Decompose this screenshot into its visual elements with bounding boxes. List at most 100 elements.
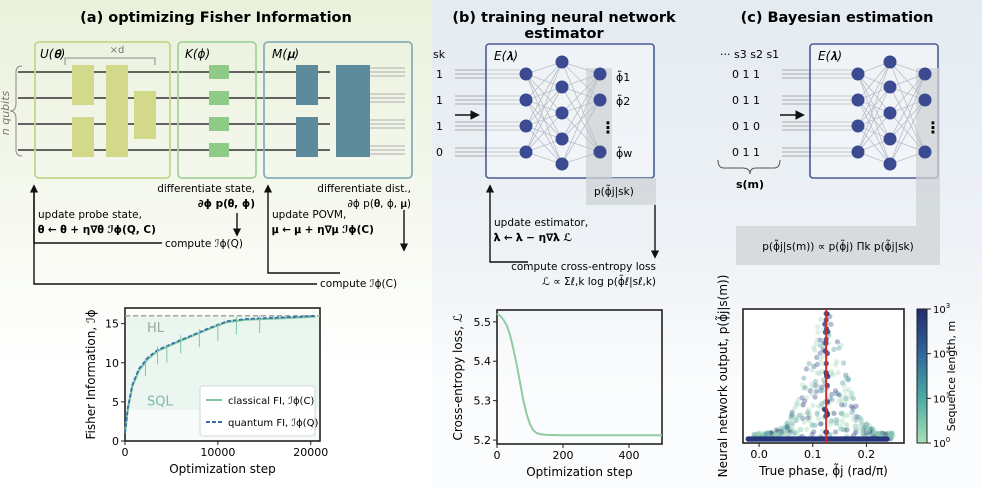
scatter-point (774, 431, 780, 437)
update-probe-label: update probe state, (38, 209, 142, 221)
scatter-point (841, 413, 848, 419)
network-connection (889, 61, 926, 101)
scatter-point (865, 426, 872, 432)
scatter-point (843, 395, 849, 402)
network-node (519, 119, 533, 133)
scatter-point (853, 429, 859, 436)
network-connection (525, 61, 563, 127)
scatter-point (880, 430, 886, 436)
scatter-point (883, 430, 889, 437)
scatter-point (775, 428, 781, 434)
scatter-point (757, 432, 764, 438)
scatter-point (853, 413, 860, 420)
scatter-point (816, 370, 823, 377)
hl-annotation: HL (147, 321, 165, 336)
scatter-point (817, 350, 823, 356)
scatter-point (787, 416, 793, 422)
network-connection (561, 61, 601, 101)
scatter-point (812, 394, 818, 400)
n-qubits-label: n qubits (0, 90, 12, 135)
output-dots-c: ⋮ (925, 118, 941, 137)
network-connection (525, 61, 563, 153)
scatter-point (770, 431, 776, 437)
scatter-point (756, 431, 762, 437)
scatter-point (792, 429, 798, 436)
scatter-point (811, 345, 817, 351)
scatter-point (752, 432, 759, 438)
legend-box (199, 385, 316, 437)
scatter-point (809, 381, 815, 387)
scatter-point (872, 428, 878, 434)
scatter-point (801, 385, 807, 391)
scatter-point (767, 430, 774, 436)
scatter-point (763, 431, 770, 437)
scatter-point (829, 391, 835, 398)
scatter-point (813, 341, 820, 347)
scatter-point (806, 410, 812, 416)
network-node (851, 93, 865, 107)
y-tick-label: 5.4 (474, 355, 492, 368)
scatter-point (784, 420, 790, 426)
scatter-point (841, 382, 847, 389)
network-node (883, 80, 897, 94)
scatter-point (805, 407, 812, 413)
scatter-point (795, 397, 801, 403)
repeat-label: ×d (110, 45, 125, 56)
scatter-point (842, 402, 848, 408)
m-block-label: M(𝛍) (272, 47, 299, 61)
scatter-point (812, 347, 818, 353)
scatter-point (843, 373, 849, 379)
scatter-point (777, 426, 783, 432)
scatter-point (770, 430, 776, 436)
scatter-point (796, 412, 803, 418)
network-node (519, 145, 533, 159)
scatter-point (800, 382, 806, 388)
scatter-point (838, 426, 844, 432)
scatter-point (862, 423, 868, 429)
scatter-point (785, 427, 791, 434)
scatter-point (776, 431, 783, 437)
scatter-point (833, 362, 839, 368)
scatter-point (862, 424, 868, 431)
scatter-point (852, 423, 858, 429)
scatter-point (768, 430, 774, 436)
sequence-value: 0 1 1 (732, 94, 760, 107)
scatter-point (850, 395, 856, 401)
scatter-point (887, 431, 893, 438)
sequence-value: 0 1 0 (732, 120, 760, 133)
scatter-point (832, 388, 839, 394)
scatter-point (839, 397, 845, 403)
input-value: 0 (436, 146, 443, 159)
network-node (519, 67, 533, 81)
scatter-point (771, 431, 777, 437)
scatter-point (809, 391, 815, 398)
scatter-point (792, 431, 798, 438)
scatter-point (784, 420, 790, 426)
scatter-point (879, 430, 885, 436)
scatter-point (869, 428, 875, 434)
scatter-point (764, 431, 770, 437)
scatter-point (839, 411, 845, 417)
scatter-point (782, 425, 789, 432)
scatter-point (776, 431, 783, 437)
scatter-point (785, 424, 791, 431)
scatter-point (831, 410, 837, 416)
scatter-point (811, 429, 817, 435)
scatter-point (833, 390, 839, 396)
x-tick-label: 0.1 (804, 448, 822, 461)
scatter-point (781, 428, 787, 434)
scatter-point (789, 411, 795, 417)
scatter-point (842, 371, 849, 377)
plot-frame (124, 307, 321, 442)
scatter-point (877, 430, 883, 436)
scatter-point (818, 343, 824, 349)
network-connection (889, 99, 926, 165)
sequence-value: 0 1 1 (732, 68, 760, 81)
scatter-point (793, 414, 799, 420)
scatter-point (809, 422, 815, 428)
network-connection (561, 73, 601, 140)
plot-frame (496, 309, 663, 445)
scatter-point (810, 402, 816, 408)
network-node (883, 106, 897, 120)
scatter-point (803, 366, 810, 372)
